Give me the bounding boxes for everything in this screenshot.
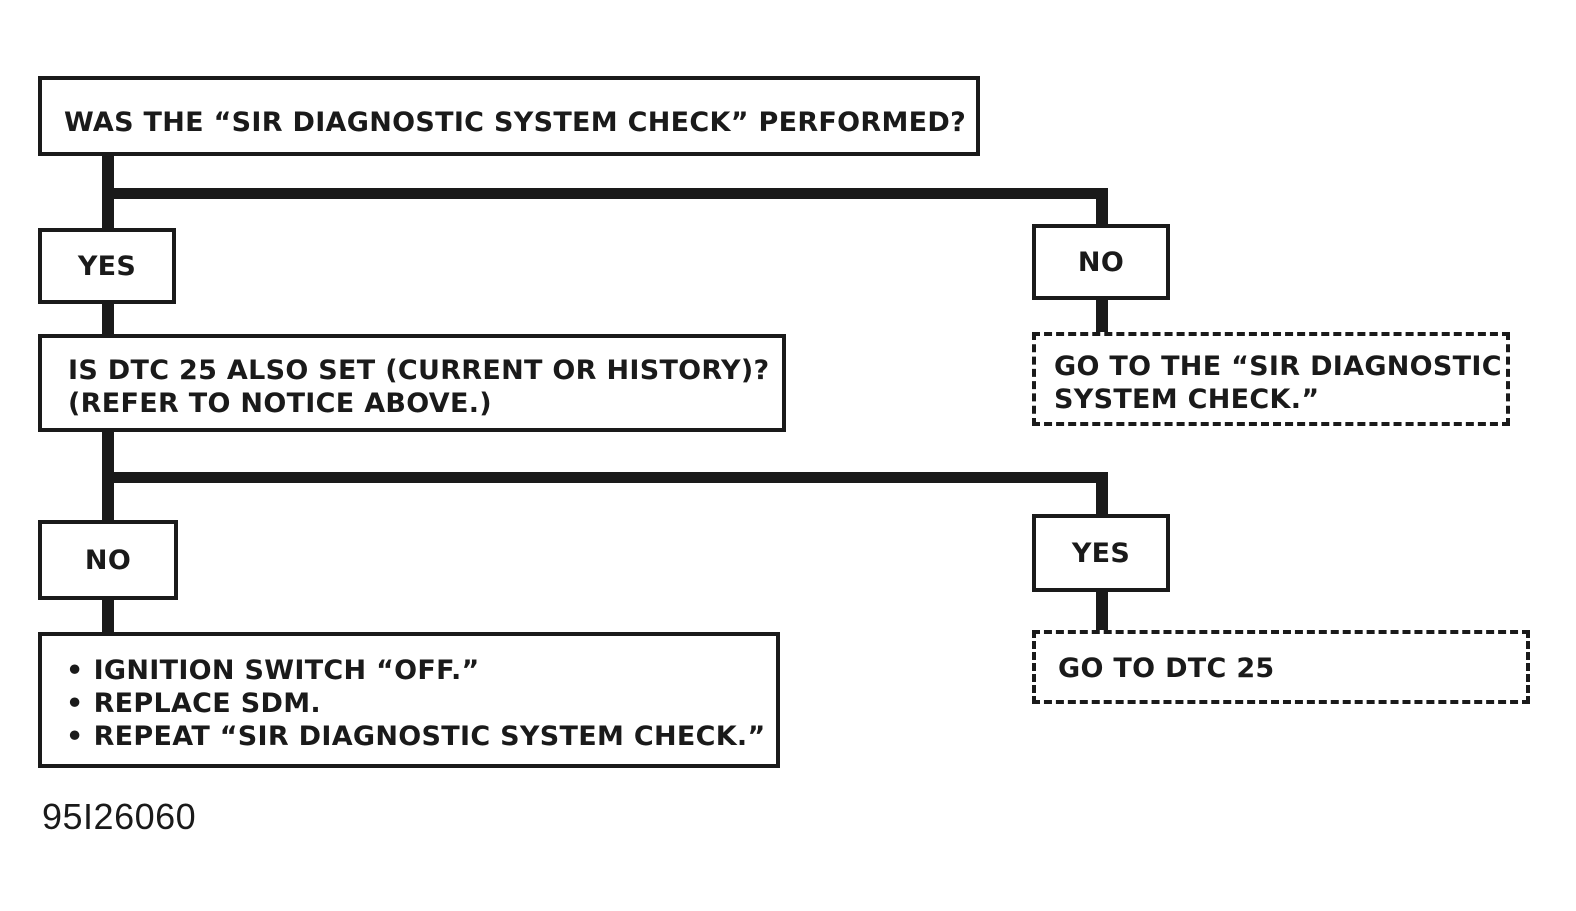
- answer-no-box: NO: [38, 520, 178, 600]
- question-text: WAS THE “SIR DIAGNOSTIC SYSTEM CHECK” PE…: [64, 107, 967, 138]
- action-item: REPLACE SDM.: [66, 687, 776, 720]
- connector-q2-yes-down: [1096, 472, 1108, 518]
- action-line-2: SYSTEM CHECK.”: [1054, 384, 1320, 415]
- question-box-sir-check: WAS THE “SIR DIAGNOSTIC SYSTEM CHECK” PE…: [38, 76, 980, 156]
- connector-q1-no-down: [1096, 188, 1108, 228]
- figure-id: 95I26060: [42, 796, 197, 837]
- question-line-2: (REFER TO NOTICE ABOVE.): [68, 388, 492, 419]
- answer-yes-box: YES: [1032, 514, 1170, 592]
- answer-yes-label: YES: [77, 250, 137, 282]
- connector-q2-yes-to-action: [1096, 588, 1108, 634]
- question-box-dtc25: IS DTC 25 ALSO SET (CURRENT OR HISTORY)?…: [38, 334, 786, 432]
- question-line-1: IS DTC 25 ALSO SET (CURRENT OR HISTORY)?: [68, 355, 770, 386]
- answer-yes-label: YES: [1071, 537, 1131, 569]
- connector-no-to-action: [1096, 296, 1108, 336]
- answer-no-box: NO: [1032, 224, 1170, 300]
- action-text: GO TO DTC 25: [1058, 653, 1275, 684]
- connector-q2-no-to-action: [102, 596, 114, 636]
- connector-yes-to-q2: [102, 300, 114, 338]
- action-box-replace-sdm: IGNITION SWITCH “OFF.” REPLACE SDM. REPE…: [38, 632, 780, 768]
- action-item: IGNITION SWITCH “OFF.”: [66, 654, 776, 687]
- answer-no-label: NO: [84, 544, 132, 576]
- action-line-1: GO TO THE “SIR DIAGNOSTIC: [1054, 351, 1502, 382]
- action-box-go-to-sir-check: GO TO THE “SIR DIAGNOSTIC SYSTEM CHECK.”: [1032, 332, 1510, 426]
- answer-yes-box: YES: [38, 228, 176, 304]
- connector-q1-branch: [102, 188, 1108, 199]
- connector-q2-branch: [102, 472, 1108, 483]
- answer-no-label: NO: [1077, 246, 1125, 278]
- action-item: REPEAT “SIR DIAGNOSTIC SYSTEM CHECK.”: [66, 720, 776, 753]
- action-box-go-to-dtc25: GO TO DTC 25: [1032, 630, 1530, 704]
